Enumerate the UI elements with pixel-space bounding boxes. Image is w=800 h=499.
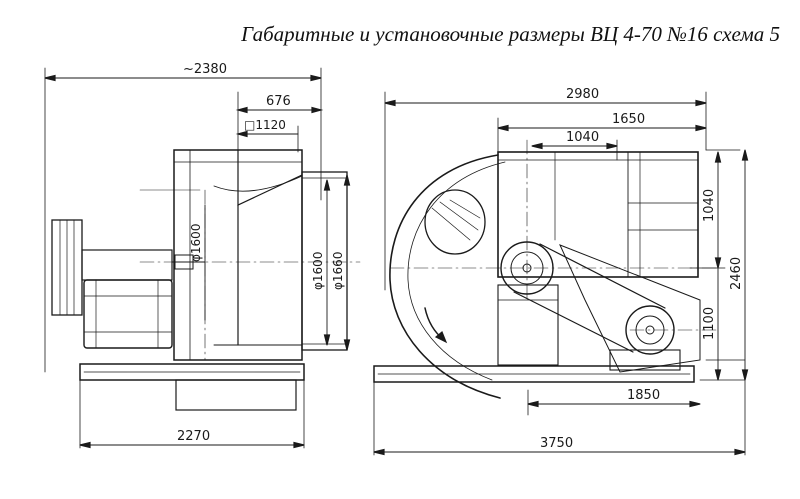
dim-outer-diameter-2: φ1660 — [331, 252, 345, 290]
dim-inner-diameter: φ1600 — [189, 224, 203, 262]
dim-outlet-height: 1040 — [702, 189, 717, 222]
right-view — [373, 91, 749, 456]
dim-shaft-height: 1100 — [702, 307, 717, 340]
dim-inlet-offset: 676 — [266, 94, 291, 109]
dim-top-span: 1650 — [612, 112, 645, 127]
dim-outlet-width: 1040 — [566, 130, 599, 145]
dim-outer-diameter-1: φ1600 — [311, 252, 325, 290]
drawing-title: Габаритные и установочные размеры ВЦ 4-7… — [241, 22, 780, 46]
dim-overall-width: ~2380 — [183, 62, 227, 77]
left-view — [44, 67, 361, 449]
dim-overall-height: 2460 — [729, 257, 744, 290]
dim-base-mount: 1850 — [627, 388, 660, 403]
dim-overall-length: 2980 — [566, 87, 599, 102]
dim-inlet-square: □1120 — [244, 118, 286, 132]
dim-left-base-length: 2270 — [177, 429, 210, 444]
dim-right-base-length: 3750 — [540, 436, 573, 451]
